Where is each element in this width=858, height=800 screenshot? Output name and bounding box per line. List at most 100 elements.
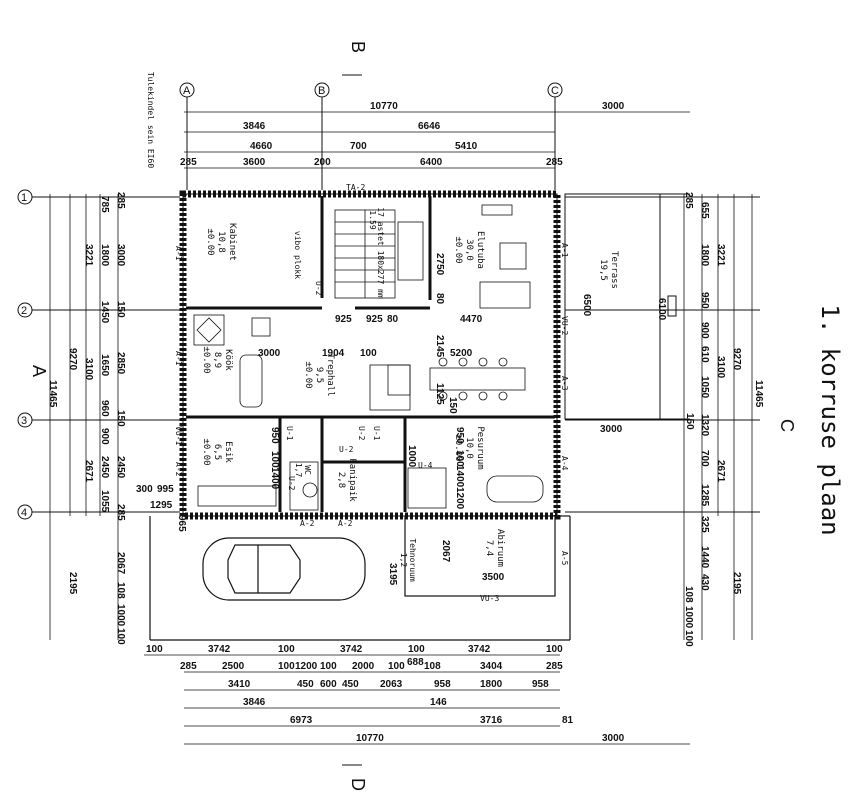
dim-top-r3-b: 700	[350, 141, 367, 152]
left-dimension-lines	[49, 194, 119, 640]
svg-text:U-1: U-1	[372, 426, 381, 441]
dim-top-r4-c: 200	[314, 157, 331, 168]
dim-right-i2-12: 430	[699, 574, 710, 591]
svg-text:2067: 2067	[440, 540, 451, 563]
dim-right-i2-9: 1285	[699, 484, 710, 507]
svg-text:A-4: A-4	[560, 456, 569, 471]
dim-right-i2-11: 1440	[699, 546, 710, 569]
room-pesuruum-name: Pesuruum	[475, 426, 485, 469]
svg-text:950: 950	[454, 427, 465, 444]
svg-text:100: 100	[360, 348, 377, 359]
dim-right-i2-10: 325	[699, 516, 710, 533]
svg-text:A-1: A-1	[174, 246, 183, 261]
furniture	[193, 204, 544, 511]
dim-left-i2-1: 1800	[99, 244, 110, 267]
svg-text:A-1: A-1	[560, 243, 569, 258]
dim-top-total: 10770	[370, 101, 398, 112]
svg-text:5200: 5200	[450, 348, 473, 359]
top-dimension-lines	[184, 111, 690, 169]
svg-text:A-2: A-2	[300, 519, 315, 528]
dim-left-i3-9: 1000	[115, 604, 126, 627]
svg-text:2000: 2000	[352, 661, 375, 672]
car-icon	[202, 537, 366, 601]
svg-text:1800: 1800	[480, 679, 503, 690]
svg-text:100: 100	[320, 661, 337, 672]
svg-text:A-1: A-1	[174, 351, 183, 366]
svg-text:150: 150	[684, 413, 695, 430]
section-mark-right: C	[777, 419, 797, 432]
dim-right-total: 11465	[753, 380, 764, 408]
svg-text:3500: 3500	[482, 572, 505, 583]
dim-right-i1-c: 2671	[715, 460, 726, 483]
svg-text:100: 100	[278, 661, 295, 672]
interior-walls	[186, 196, 555, 512]
room-panipaik-area: 2,8	[336, 472, 346, 488]
svg-text:3846: 3846	[243, 697, 266, 708]
dim-left-i3-7: 2067	[115, 552, 126, 575]
svg-text:1400: 1400	[269, 467, 280, 490]
grid-axis-left	[17, 189, 760, 520]
svg-text:285: 285	[546, 661, 563, 672]
plan-title: 1. korruse plaan	[816, 304, 844, 535]
svg-text:100: 100	[278, 644, 295, 655]
dim-left-i3-1: 3000	[115, 244, 126, 267]
room-kabinet-name: Kabinet	[227, 223, 237, 261]
room-trephall-area: 9,5	[314, 367, 324, 383]
staircase	[334, 209, 396, 299]
dim-right-i1-b: 3100	[715, 356, 726, 379]
dim-left-i3-2: 150	[115, 301, 126, 318]
svg-text:1200: 1200	[454, 487, 465, 510]
dim-top-r2-b: 6646	[418, 121, 441, 132]
svg-text:U-2: U-2	[287, 476, 296, 491]
svg-text:450: 450	[297, 679, 314, 690]
svg-text:1400: 1400	[454, 465, 465, 488]
dim-left-mid-a: 9270	[67, 348, 78, 371]
grid-label-3: 3	[21, 415, 27, 427]
svg-text:100: 100	[546, 644, 563, 655]
dim-left-i2-3: 1650	[99, 354, 110, 377]
svg-text:3410: 3410	[228, 679, 251, 690]
dim-left-i1-a: 3221	[83, 244, 94, 267]
dim-left-total: 11465	[47, 380, 58, 408]
dim-left-i2-7: 1055	[99, 490, 110, 513]
section-mark-bottom: D	[348, 778, 368, 791]
svg-text:A-2: A-2	[338, 519, 353, 528]
interior-dimensions: 2750 80 4470 925 925 80 3000 1904 100 21…	[136, 253, 695, 586]
dim-left-i3-0: 285	[115, 192, 126, 209]
svg-text:3000: 3000	[258, 348, 281, 359]
svg-text:U-4: U-4	[418, 461, 433, 470]
svg-text:100: 100	[454, 450, 465, 467]
dim-left-i2-0: 785	[99, 196, 110, 213]
svg-text:300: 300	[136, 484, 153, 495]
right-dimension-lines	[683, 194, 753, 640]
svg-text:3742: 3742	[208, 644, 231, 655]
svg-text:450: 450	[342, 679, 359, 690]
dim-right-i2-3: 950	[699, 292, 710, 309]
section-mark-left: A	[29, 365, 49, 377]
svg-text:2500: 2500	[222, 661, 245, 672]
dim-left-i3-8: 108	[115, 582, 126, 599]
svg-text:600: 600	[320, 679, 337, 690]
svg-text:925: 925	[335, 314, 352, 325]
block-note: vibo plokk	[293, 231, 302, 279]
grid-label-1: 1	[21, 192, 27, 204]
dim-left-i1-b: 3100	[83, 358, 94, 381]
svg-text:100: 100	[269, 451, 280, 468]
svg-text:965: 965	[176, 515, 187, 532]
svg-text:1200: 1200	[295, 661, 318, 672]
bottom-dims: 100 3742 100 3742 100 3742 100 285 2500 …	[146, 644, 625, 744]
dim-left-i2-2: 1450	[99, 301, 110, 324]
grid-label-b: B	[318, 85, 325, 97]
svg-text:3742: 3742	[468, 644, 491, 655]
dim-terrace-depth: 6500	[581, 294, 592, 317]
grid-label-c: C	[551, 85, 559, 97]
svg-text:285: 285	[180, 661, 197, 672]
svg-text:U-2: U-2	[314, 281, 323, 296]
stair-count: 1.59	[368, 210, 377, 229]
room-kook-area: 8,9	[212, 352, 222, 368]
room-tehnoruum-area: 1,2	[399, 553, 408, 568]
stair-label: 17 astet 180x277 mm	[376, 207, 385, 299]
room-abiruum-name: Abiruum	[495, 529, 505, 567]
bottom-dimension-lines	[144, 654, 690, 745]
room-terrass-name: Terrass	[609, 251, 619, 289]
